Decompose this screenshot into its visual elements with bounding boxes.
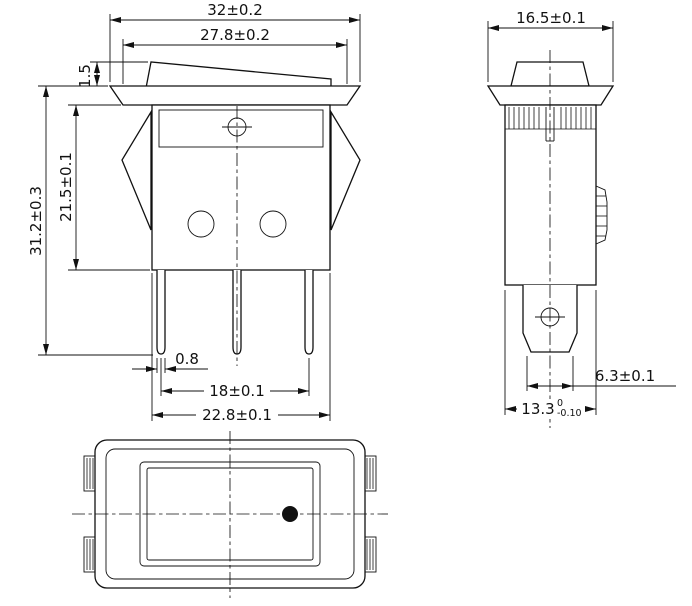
switch-body-side xyxy=(504,104,597,286)
center-slot xyxy=(545,107,555,142)
clip-right-top xyxy=(363,455,377,492)
dim-top-depth: 16.5±0.1 xyxy=(487,9,614,82)
rocker-actuator xyxy=(145,61,332,89)
mounting-bezel xyxy=(108,85,362,106)
dim-bezel-height: 1.5 xyxy=(76,61,148,88)
front-view: 32±0.2 27.8±0.2 1.5 21.5±0.1 31.2±0 xyxy=(27,1,362,424)
dim-top-width: 32±0.2 xyxy=(109,1,361,82)
dim-label: 32±0.2 xyxy=(207,1,263,19)
side-latch xyxy=(595,185,608,245)
clip-left-bottom xyxy=(83,536,97,573)
dim-tol-upper: 0 xyxy=(557,398,563,409)
dim-body-height: 21.5±0.1 xyxy=(57,104,150,271)
switch-body xyxy=(151,104,331,271)
dim-label: 16.5±0.1 xyxy=(516,9,586,27)
dim-body-depth: 13.3 0 -0.10 xyxy=(504,290,597,419)
body-window xyxy=(158,109,324,148)
dim-label: 6.3±0.1 xyxy=(595,367,655,385)
dim-pin-spacing: 18±0.1 xyxy=(160,358,310,400)
dim-terminal-width: 6.3±0.1 xyxy=(526,356,676,391)
dim-tol-lower: -0.10 xyxy=(557,408,582,419)
dim-label: 0.8 xyxy=(175,350,199,368)
terminal-pin-left xyxy=(156,270,166,355)
clip-right-bottom xyxy=(363,536,377,573)
hole-left xyxy=(187,210,215,238)
rib-band xyxy=(505,107,596,130)
clip-left-top xyxy=(83,455,97,492)
side-view: 16.5±0.1 6.3±0.1 13.3 0 -0.10 xyxy=(486,9,676,428)
dim-total-height: 31.2±0.3 xyxy=(27,85,153,356)
bottom-view xyxy=(72,431,388,598)
right-retaining-clip xyxy=(330,109,361,231)
dim-label: 21.5±0.1 xyxy=(57,152,75,222)
dim-pin-thickness: 0.8 xyxy=(132,350,208,373)
dim-bezel-width: 27.8±0.2 xyxy=(122,26,348,84)
dim-label: 31.2±0.3 xyxy=(27,186,45,256)
dim-label: 27.8±0.2 xyxy=(200,26,270,44)
hole-right xyxy=(259,210,287,238)
dim-label: 13.3 xyxy=(521,400,554,418)
mounting-bezel-side xyxy=(486,85,615,106)
left-retaining-clip xyxy=(121,109,152,231)
dim-label: 18±0.1 xyxy=(209,382,265,400)
dim-label: 22.8±0.1 xyxy=(202,406,272,424)
terminal-pin-right xyxy=(304,270,314,355)
dim-mask xyxy=(517,399,585,416)
dim-body-width: 22.8±0.1 xyxy=(151,273,331,424)
dim-label: 1.5 xyxy=(76,64,94,88)
